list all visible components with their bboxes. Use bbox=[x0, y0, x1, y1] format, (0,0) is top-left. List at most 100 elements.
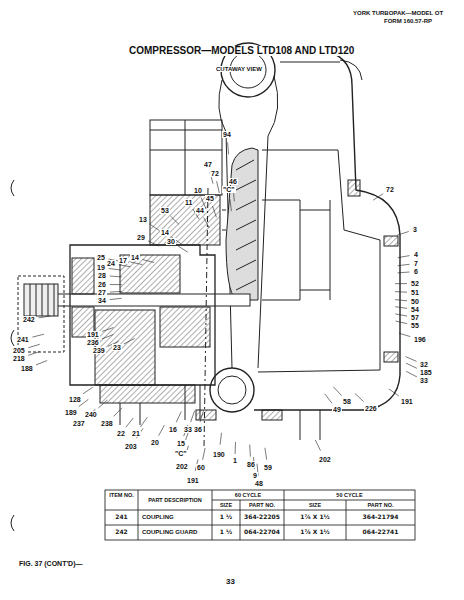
table-cell: 1 ½ bbox=[212, 514, 240, 520]
table-cell: 064-22741 bbox=[346, 529, 415, 535]
callout-number: 86 bbox=[246, 461, 256, 468]
callout-number: 239 bbox=[92, 347, 106, 354]
callout-number: 34 bbox=[97, 297, 107, 304]
callout-number: 24 bbox=[106, 260, 116, 267]
callout-number: 188 bbox=[20, 365, 34, 372]
callout-number: 241 bbox=[16, 336, 30, 343]
leader-line bbox=[355, 394, 364, 402]
leader-line bbox=[32, 334, 44, 337]
leader-line bbox=[220, 433, 221, 445]
callout-number: 33 bbox=[183, 426, 193, 433]
callout-number: 29 bbox=[136, 234, 146, 241]
callout-number: 22 bbox=[116, 430, 126, 437]
table-cell: 364-22205 bbox=[240, 514, 284, 520]
leader-line bbox=[389, 389, 399, 396]
table-header: 50 CYCLE bbox=[284, 492, 415, 499]
leader-line bbox=[373, 194, 383, 201]
leader-line bbox=[204, 218, 210, 229]
callout-number: 9 bbox=[252, 472, 258, 479]
callout-number: 14 bbox=[130, 254, 140, 261]
leader-line bbox=[406, 363, 417, 368]
leader-line bbox=[28, 352, 39, 356]
table-header: PART NO. bbox=[240, 502, 284, 509]
callout-number: 30 bbox=[166, 238, 176, 245]
callout-number: 11 bbox=[184, 199, 193, 206]
callout-number: 23 bbox=[112, 344, 122, 351]
leader-line bbox=[171, 216, 180, 224]
leader-line bbox=[176, 412, 181, 423]
callout-number: 4 bbox=[413, 251, 419, 258]
callout-number: 57 bbox=[410, 314, 420, 321]
callout-number: 36 bbox=[193, 426, 203, 433]
leader-line bbox=[395, 291, 407, 293]
callout-number: 236 bbox=[86, 339, 100, 346]
leader-line bbox=[28, 344, 40, 347]
callout-number: 218 bbox=[12, 355, 26, 362]
leader-line bbox=[395, 283, 407, 284]
callout-number: 196 bbox=[413, 336, 427, 343]
leader-line bbox=[333, 387, 341, 396]
leader-line bbox=[102, 328, 113, 332]
table-header: 60 CYCLE bbox=[212, 492, 284, 499]
leader-line bbox=[39, 316, 51, 318]
callout-number: 53 bbox=[160, 207, 170, 214]
leader-line bbox=[98, 400, 107, 408]
leader-line bbox=[395, 307, 407, 309]
callout-number: 7 bbox=[413, 260, 419, 267]
leader-line bbox=[395, 314, 407, 316]
callout-number: 20 bbox=[150, 439, 160, 446]
callout-number: 51 bbox=[410, 289, 420, 296]
leader-line bbox=[315, 440, 320, 451]
leader-line bbox=[395, 300, 407, 301]
callout-number: 49 bbox=[332, 406, 342, 413]
table-cell: 1⅞ X 1½ bbox=[284, 514, 346, 520]
callout-number: "C" bbox=[222, 186, 236, 193]
header-text: FORM 160.57-RP bbox=[383, 18, 433, 24]
leader-line bbox=[102, 335, 113, 339]
callout-number: 45 bbox=[205, 195, 215, 202]
callout-number: 191 bbox=[86, 331, 100, 338]
header-text: YORK TURBOPAK—MODEL OT bbox=[352, 10, 444, 16]
leader-line bbox=[191, 411, 195, 422]
callout-number: 25 bbox=[96, 254, 106, 261]
callout-number: 21 bbox=[131, 430, 141, 437]
leader-line bbox=[143, 260, 155, 263]
leader-line bbox=[217, 181, 220, 193]
callout-number: 48 bbox=[254, 480, 264, 487]
callout-number: 19 bbox=[96, 264, 106, 271]
leader-line bbox=[200, 410, 203, 422]
callout-number: 202 bbox=[175, 463, 189, 470]
table-header: PART NO. bbox=[346, 502, 415, 509]
leader-line bbox=[36, 361, 47, 365]
callout-number: 72 bbox=[385, 186, 395, 193]
callout-number: 189 bbox=[64, 409, 78, 416]
callout-number: 44 bbox=[195, 207, 205, 214]
figure-caption: FIG. 37 (CONT'D)— bbox=[18, 560, 84, 567]
leader-line bbox=[109, 269, 121, 271]
leader-line bbox=[119, 265, 131, 267]
callout-number: 203 bbox=[124, 443, 138, 450]
callout-number: 54 bbox=[410, 306, 420, 313]
callout-number: 33 bbox=[419, 377, 429, 384]
callout-number: 237 bbox=[72, 420, 86, 427]
callout-number: 13 bbox=[138, 216, 148, 223]
callout-number: 46 bbox=[228, 178, 238, 185]
table-cell: 1⅞ X 1½ bbox=[284, 529, 346, 535]
callout-number: 72 bbox=[210, 170, 220, 177]
leader-line bbox=[399, 333, 411, 336]
leader-line bbox=[213, 206, 217, 217]
table-header: SIZE bbox=[212, 502, 240, 509]
callout-number: 128 bbox=[68, 396, 82, 403]
callout-number: 15 bbox=[176, 440, 186, 447]
leader-line bbox=[131, 262, 143, 265]
leader-line bbox=[396, 321, 408, 324]
leader-line bbox=[178, 246, 188, 252]
leader-line bbox=[148, 241, 159, 246]
leader-line bbox=[126, 418, 134, 427]
callout-number: 26 bbox=[97, 281, 107, 288]
leader-line bbox=[83, 387, 93, 394]
leader-line bbox=[203, 448, 206, 460]
